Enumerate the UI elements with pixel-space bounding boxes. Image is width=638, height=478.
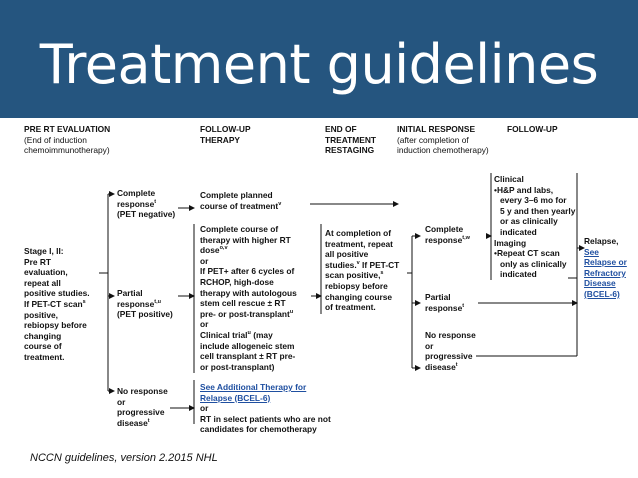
header-pre-rt: PRE RT EVALUATION (End of induction chem… [24, 124, 111, 156]
no-response-therapy-box: See Additional Therapy for Relapse (BCEL… [200, 382, 331, 435]
header-end-of-treatment: END OF TREATMENT RESTAGING [325, 124, 377, 156]
complete-response-box: Complete responset (PET negative) [117, 188, 176, 220]
follow-up-box: Clinical •H&P and labs, every 3–6 mo for… [494, 174, 576, 280]
flowchart-connectors [99, 173, 585, 424]
initial-complete-box: Complete responset,w [425, 224, 470, 245]
additional-therapy-link[interactable]: See Additional Therapy for [200, 382, 307, 392]
header-follow-up-therapy: FOLLOW-UP THERAPY [200, 124, 251, 145]
partial-response-box: Partial responset,u (PET positive) [117, 288, 173, 320]
header-follow-up: FOLLOW-UP [507, 124, 558, 134]
page-title: Treatment guidelines [39, 33, 599, 96]
treatment-flowchart: PRE RT EVALUATION (End of induction chem… [0, 118, 638, 434]
source-caption: NCCN guidelines, version 2.2015 NHL [30, 452, 218, 464]
initial-partial-box: Partial responset [425, 292, 465, 313]
header-initial-response: INITIAL RESPONSE (after completion of in… [397, 124, 489, 156]
complete-planned-box: Complete planned course of treatmentv [200, 190, 282, 211]
relapse-bcel6-link[interactable]: Relapse (BCEL-6) [200, 392, 271, 403]
title-banner: Treatment guidelines [0, 0, 638, 118]
